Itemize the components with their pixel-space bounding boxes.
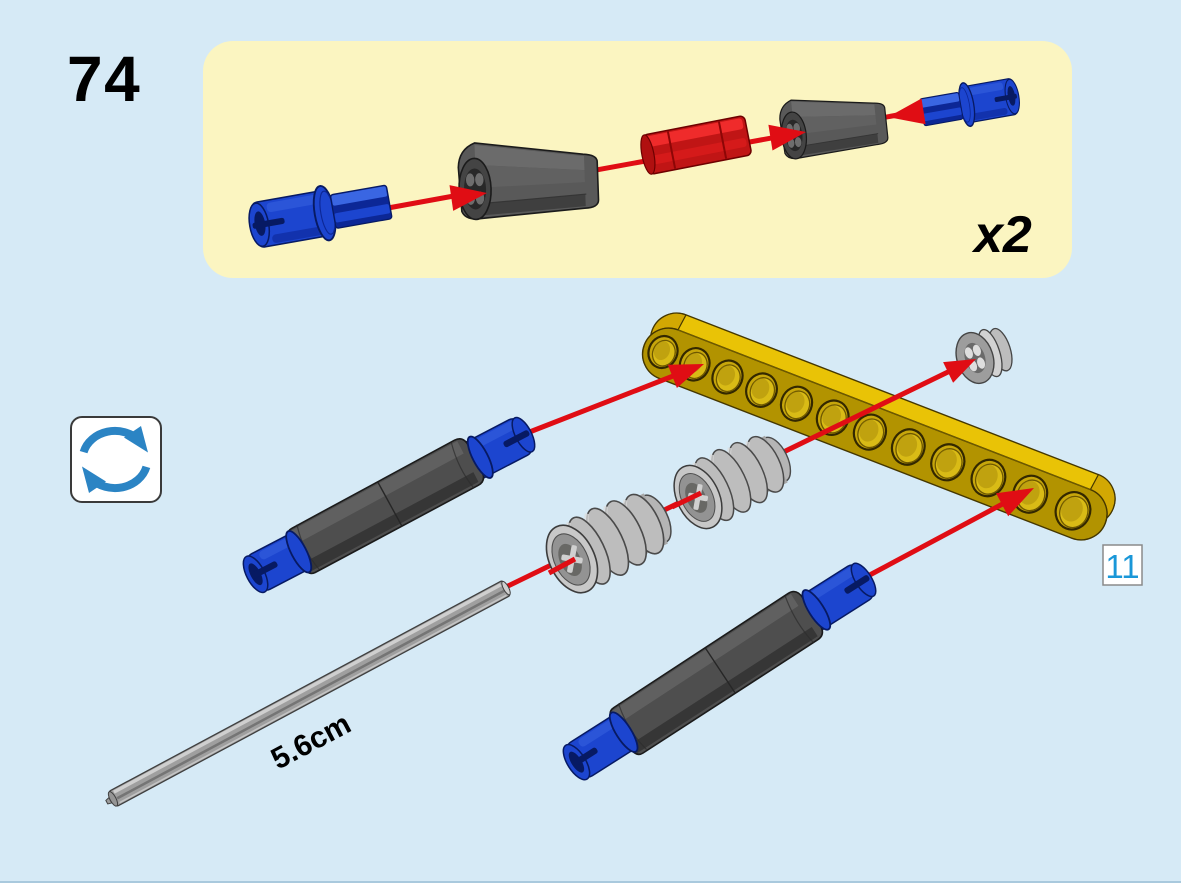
svg-text:74: 74 <box>67 43 141 115</box>
svg-text:11: 11 <box>1105 548 1139 585</box>
svg-text:x2: x2 <box>971 206 1032 264</box>
